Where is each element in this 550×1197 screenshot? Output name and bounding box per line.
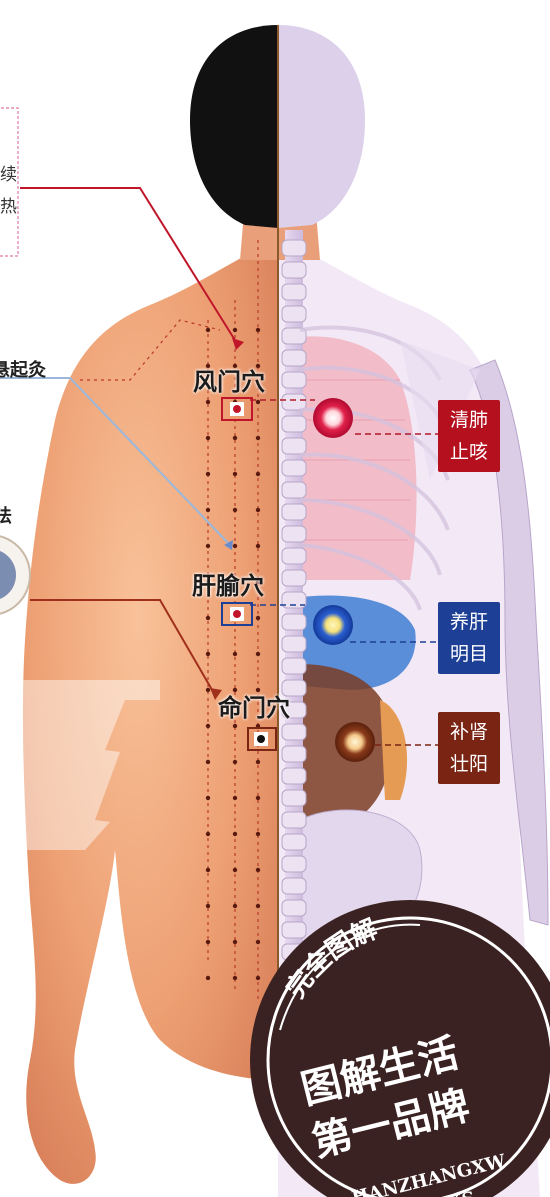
vertebra xyxy=(282,570,306,586)
meridian-dot xyxy=(206,868,210,872)
meridian-dot xyxy=(256,904,260,908)
effect-box-lung: 清肺 止咳 xyxy=(438,400,500,472)
effect-line1: 养肝 xyxy=(438,606,500,638)
vertebra xyxy=(282,460,306,476)
meridian-dot xyxy=(256,796,260,800)
vertebra xyxy=(282,394,306,410)
meridian-dot xyxy=(206,976,210,980)
head-skull xyxy=(278,25,365,228)
meridian-dot xyxy=(256,940,260,944)
callout-top-line2: 热 xyxy=(0,192,17,217)
callout-top-line1: 续 xyxy=(0,160,17,185)
meridian-dot xyxy=(256,616,260,620)
meridian-dot xyxy=(256,832,260,836)
effect-line1: 补肾 xyxy=(438,716,500,748)
vertebra xyxy=(282,900,306,916)
meridian-dot xyxy=(206,652,210,656)
meridian-dot xyxy=(256,508,260,512)
meridian-dot xyxy=(233,832,237,836)
vertebra xyxy=(282,240,306,256)
vertebra xyxy=(282,526,306,542)
kidney-point xyxy=(335,722,375,762)
meridian-dot xyxy=(256,760,260,764)
meridian-dot xyxy=(206,616,210,620)
lung-point xyxy=(313,398,353,438)
meridian-dot xyxy=(206,544,210,548)
meridian-dot xyxy=(206,724,210,728)
vertebra xyxy=(282,856,306,872)
meridian-dot xyxy=(233,796,237,800)
meridian-dot xyxy=(206,328,210,332)
vertebra xyxy=(282,416,306,432)
meridian-dot xyxy=(233,904,237,908)
vertebra xyxy=(282,504,306,520)
meridian-dot xyxy=(256,976,260,980)
meridian-dot xyxy=(233,472,237,476)
acupoint-label-ganshu: 肝腧穴 xyxy=(192,566,264,601)
meridian-dot xyxy=(206,688,210,692)
vertebra xyxy=(282,438,306,454)
head-hair xyxy=(190,25,278,228)
meridian-dot xyxy=(233,652,237,656)
meridian-dot xyxy=(233,436,237,440)
vertebra xyxy=(282,724,306,740)
effect-line2: 壮阳 xyxy=(438,748,500,780)
moxibustion-label: 悬起灸 xyxy=(0,356,46,382)
meridian-dot xyxy=(256,472,260,476)
vertebra xyxy=(282,746,306,762)
meridian-dot xyxy=(206,436,210,440)
vertebra xyxy=(282,548,306,564)
vertebra xyxy=(282,812,306,828)
meridian-dot xyxy=(256,652,260,656)
meridian-dot xyxy=(233,868,237,872)
meridian-dot xyxy=(233,976,237,980)
meridian-dot xyxy=(233,724,237,728)
method-label: 法 xyxy=(0,502,12,528)
vertebra xyxy=(282,372,306,388)
vertebra xyxy=(282,834,306,850)
meridian-dot xyxy=(256,436,260,440)
meridian-dot xyxy=(206,940,210,944)
acupoint-label-mingmen: 命门穴 xyxy=(218,688,290,723)
meridian-dot xyxy=(233,544,237,548)
vertebra xyxy=(282,306,306,322)
effect-line2: 止咳 xyxy=(438,436,500,468)
vertebra xyxy=(282,350,306,366)
effect-line2: 明目 xyxy=(438,638,500,670)
meridian-dot xyxy=(256,868,260,872)
meridian-dot xyxy=(206,472,210,476)
meridian-dot xyxy=(206,796,210,800)
effect-line1: 清肺 xyxy=(438,404,500,436)
liver-point xyxy=(313,605,353,645)
meridian-dot xyxy=(256,400,260,404)
effect-box-kidney: 补肾 壮阳 xyxy=(438,712,500,784)
meridian-dot xyxy=(256,544,260,548)
vertebra xyxy=(282,768,306,784)
vertebra xyxy=(282,284,306,300)
vertebra xyxy=(282,614,306,630)
meridian-dot xyxy=(206,400,210,404)
vertebra xyxy=(282,262,306,278)
acupoint-label-fengmen: 风门穴 xyxy=(193,362,265,397)
meridian-dot xyxy=(233,508,237,512)
meridian-dot xyxy=(233,940,237,944)
meridian-dot xyxy=(206,760,210,764)
vertebra xyxy=(282,482,306,498)
meridian-dot xyxy=(206,508,210,512)
meridian-dot xyxy=(206,904,210,908)
vertebra xyxy=(282,790,306,806)
vertebra xyxy=(282,658,306,674)
meridian-dot xyxy=(233,328,237,332)
meridian-dot xyxy=(233,760,237,764)
vertebra xyxy=(282,878,306,894)
vertebra xyxy=(282,636,306,652)
vertebra xyxy=(282,922,306,938)
meridian-dot xyxy=(256,328,260,332)
meridian-dot xyxy=(206,832,210,836)
effect-box-liver: 养肝 明目 xyxy=(438,602,500,674)
